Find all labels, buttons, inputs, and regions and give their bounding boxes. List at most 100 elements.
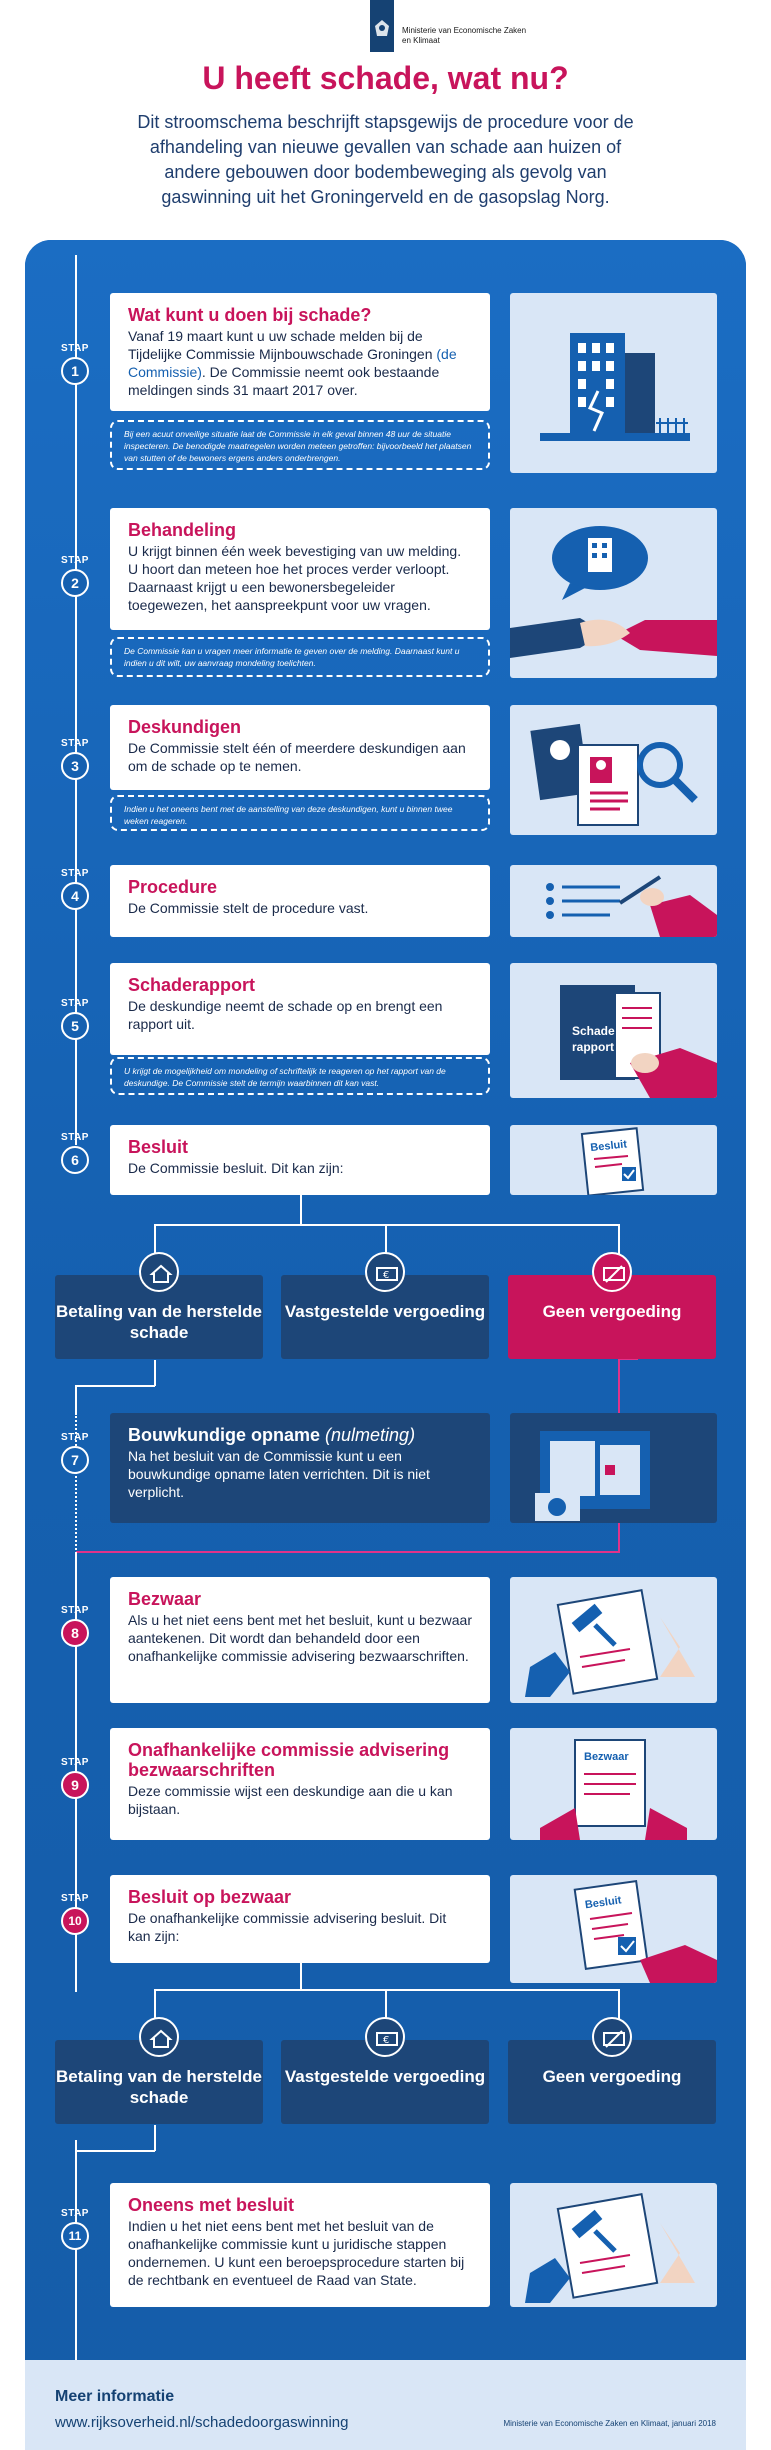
timeline-line (75, 2140, 77, 2360)
svg-text:rapport: rapport (572, 1040, 614, 1054)
step-note-1: Bij een acuut onveilige situatie laat de… (110, 420, 490, 470)
no-payment-icon (592, 1252, 632, 1292)
connector-line (154, 1360, 156, 1386)
illustration-rechtbank (510, 2183, 717, 2307)
step-marker-2: STAP 2 (55, 555, 95, 597)
step-text: De onafhankelijke commissie advisering b… (128, 1910, 447, 1944)
step-text: Na het besluit van de Commissie kunt u e… (128, 1448, 430, 1500)
illustration-besluit: Besluit (510, 1125, 717, 1195)
illustration-schaderapport: Schade rapport (510, 963, 717, 1098)
connector-line (618, 1989, 620, 2019)
connector-line (618, 1224, 620, 1254)
connector-line (154, 1989, 620, 1991)
intro-text: Dit stroomschema beschrijft stapsgewijs … (137, 112, 634, 207)
illustration-damaged-building (510, 293, 717, 473)
no-payment-icon (592, 2017, 632, 2057)
illustration-camera (510, 1413, 717, 1523)
step-marker-6: STAP 6 (55, 1132, 95, 1174)
connector-line (76, 1551, 620, 1553)
page-header: Ministerie van Economische Zaken en Klim… (0, 0, 771, 235)
government-logo (370, 0, 394, 52)
illustration-experts (510, 705, 717, 835)
step-text: De deskundige neemt de schade op en bren… (128, 998, 443, 1032)
connector-line (75, 2150, 155, 2152)
footer-credit: Ministerie van Economische Zaken en Klim… (503, 2419, 716, 2428)
step-card-6: Besluit De Commissie besluit. Dit kan zi… (110, 1125, 490, 1195)
house-icon (139, 2017, 179, 2057)
step-title: Behandeling (128, 520, 237, 540)
svg-text:€: € (383, 2035, 389, 2046)
step-card-2: Behandeling U krijgt binnen één week bev… (110, 508, 490, 630)
step-text: Vanaf 19 maart kunt u uw schade melden b… (128, 328, 457, 398)
step-text: Als u het niet eens bent met het besluit… (128, 1612, 472, 1664)
timeline-line (75, 255, 77, 1145)
step-text: Deze commissie wijst een deskundige aan … (128, 1783, 453, 1817)
step-marker-9: STAP 9 (55, 1757, 95, 1799)
step-card-8: Bezwaar Als u het niet eens bent met het… (110, 1577, 490, 1703)
connector-line (154, 2125, 156, 2151)
connector-line (385, 1989, 387, 2019)
svg-text:Besluit: Besluit (584, 1894, 622, 1911)
step-note-5: U krijgt de mogelijkheid om mondeling of… (110, 1057, 490, 1095)
connector-line (300, 1195, 302, 1225)
step-text: Indien u het niet eens bent met het besl… (128, 2218, 465, 2288)
step-title: Onafhankelijke commissie advisering bezw… (128, 1740, 450, 1780)
commissie-link[interactable]: (de Commissie) (128, 346, 457, 380)
step-card-9: Onafhankelijke commissie advisering bezw… (110, 1728, 490, 1840)
step-title: Schaderapport (128, 975, 256, 995)
step-title: Besluit (128, 1137, 189, 1157)
step-marker-3: STAP 3 (55, 738, 95, 780)
illustration-handshake (510, 508, 717, 678)
step-marker-11: STAP 11 (55, 2208, 95, 2250)
step-text: De Commissie stelt één of meerdere desku… (128, 740, 466, 774)
more-info-link[interactable]: www.rijksoverheid.nl/schadedoorgaswinnin… (55, 2414, 349, 2431)
step-title: Procedure (128, 877, 218, 897)
step-card-5: Schaderapport De deskundige neemt de sch… (110, 963, 490, 1055)
step-card-4: Procedure De Commissie stelt de procedur… (110, 865, 490, 937)
connector-line (75, 1385, 155, 1387)
step-note-3: Indien u het oneens bent met de aanstell… (110, 795, 490, 831)
outcome-betaling: Betaling van de herstelde schade (55, 1275, 263, 1359)
step-card-10: Besluit op bezwaar De onafhankelijke com… (110, 1875, 490, 1963)
svg-text:€: € (383, 1270, 389, 1281)
step-card-7: Bouwkundige opname (nulmeting) Na het be… (110, 1413, 490, 1523)
step-note-2: De Commissie kan u vragen meer informati… (110, 637, 490, 677)
step-text: De Commissie stelt de procedure vast. (128, 900, 369, 916)
money-icon: € (365, 2017, 405, 2057)
connector-line (154, 1224, 156, 1254)
page-title: U heeft schade, wat nu? (202, 60, 569, 96)
svg-text:Schade: Schade (572, 1024, 615, 1038)
step-title: Besluit op bezwaar (128, 1887, 292, 1907)
step-card-1: Wat kunt u doen bij schade? Vanaf 19 maa… (110, 293, 490, 411)
step-text: U krijgt binnen één week bevestiging van… (128, 543, 462, 613)
svg-text:Bezwaar: Bezwaar (584, 1751, 629, 1763)
step-marker-4: STAP 4 (55, 868, 95, 910)
page-footer: Meer informatie www.rijksoverheid.nl/sch… (25, 2360, 746, 2450)
step-card-11: Oneens met besluit Indien u het niet een… (110, 2183, 490, 2307)
step-title: Bezwaar (128, 1589, 202, 1609)
ministry-name: Ministerie van Economische Zaken en Klim… (402, 26, 527, 45)
step-title: Bouwkundige opname (nulmeting) (128, 1425, 416, 1445)
illustration-besluit-op-bezwaar: Besluit (510, 1875, 717, 1983)
step-title: Deskundigen (128, 717, 242, 737)
step-text: De Commissie besluit. Dit kan zijn: (128, 1160, 344, 1176)
more-info-title: Meer informatie (55, 2388, 175, 2405)
svg-text:Besluit: Besluit (590, 1138, 628, 1154)
step-marker-1: STAP 1 (55, 343, 95, 385)
step-marker-8: STAP 8 (55, 1605, 95, 1647)
illustration-checklist (510, 865, 717, 937)
step-card-3: Deskundigen De Commissie stelt één of me… (110, 705, 490, 790)
step-marker-7: STAP 7 (55, 1432, 95, 1474)
step-title: Oneens met besluit (128, 2195, 295, 2215)
connector-line (154, 1224, 620, 1226)
illustration-bezwaar-document: Bezwaar (510, 1728, 717, 1840)
timeline-dotted-line (75, 1400, 77, 1550)
step-marker-5: STAP 5 (55, 998, 95, 1040)
house-icon (139, 1252, 179, 1292)
money-icon: € (365, 1252, 405, 1292)
connector-line (385, 1224, 387, 1254)
connector-line (154, 1989, 156, 2019)
connector-line (75, 1385, 77, 1415)
step-title: Wat kunt u doen bij schade? (128, 305, 372, 325)
outcome-geen-vergoeding-2: Geen vergoeding (508, 2040, 716, 2124)
